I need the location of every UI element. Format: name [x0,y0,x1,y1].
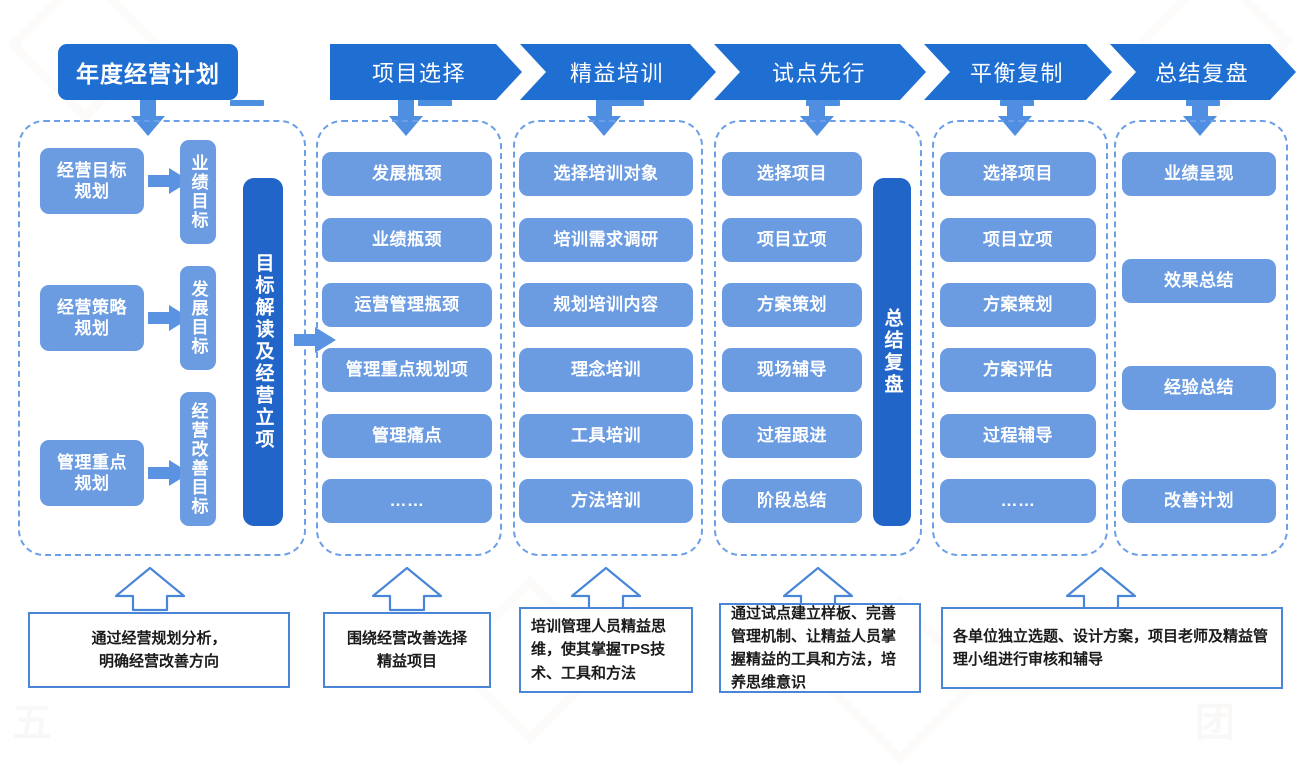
col1-to-col2-arrow [294,327,336,353]
col1-left-chip-2[interactable]: 经营策略规划 [40,285,144,351]
stage-tick-2 [418,100,452,106]
col4-item-4[interactable]: 现场辅导 [722,348,862,392]
caption-annual-plan: 通过经营规划分析，明确经营改善方向 [28,612,290,688]
stage-chevron-balanced-replication[interactable]: 平衡复制 [924,44,1112,100]
stage-chevron-summary-review[interactable]: 总结复盘 [1110,44,1296,100]
stage-label: 试点先行 [771,61,866,86]
caption-text: 通过经营规划分析，明确经营改善方向 [91,629,227,670]
col2-item-6[interactable]: …… [322,479,492,523]
col1-left-chip-3[interactable]: 管理重点规划 [40,440,144,506]
stage-tick-3 [610,100,644,106]
caption-up-arrow-2 [370,566,444,612]
col2-item-2[interactable]: 业绩瓶颈 [322,218,492,262]
stage-chevron-pilot-first[interactable]: 试点先行 [714,44,926,100]
stage-tick-1 [230,100,264,106]
caption-up-arrow-1 [113,566,187,612]
col3-item-4[interactable]: 理念培训 [519,348,693,392]
col6-item-1[interactable]: 业绩呈现 [1122,152,1276,196]
col3-item-3[interactable]: 规划培训内容 [519,283,693,327]
panel-pilot-first [714,120,922,556]
col3-item-5[interactable]: 工具培训 [519,414,693,458]
col5-item-2[interactable]: 项目立项 [940,218,1096,262]
caption-lean-training: 培训管理人员精益思维，使其掌握TPS技术、工具和方法 [519,607,693,693]
stage-chevron-project-selection[interactable]: 项目选择 [330,44,522,100]
caption-up-arrow-3 [569,566,643,612]
col3-item-1[interactable]: 选择培训对象 [519,152,693,196]
chip-label: 经营策略规划 [57,297,127,338]
col1-left-chip-1[interactable]: 经营目标规划 [40,148,144,214]
col5-item-4[interactable]: 方案评估 [940,348,1096,392]
col6-item-3[interactable]: 经验总结 [1122,366,1276,410]
col6-item-4[interactable]: 改善计划 [1122,479,1276,523]
col1-side-bar[interactable]: 目标解读及经营立项 [243,178,283,526]
col5-item-1[interactable]: 选择项目 [940,152,1096,196]
col1-right-chip-1[interactable]: 业绩目标 [180,140,216,244]
col2-item-3[interactable]: 运营管理瓶颈 [322,283,492,327]
caption-text: 各单位独立选题、设计方案，项目老师及精益管理小组进行审核和辅导 [953,627,1269,668]
col2-item-1[interactable]: 发展瓶颈 [322,152,492,196]
col4-item-5[interactable]: 过程跟进 [722,414,862,458]
watermark-text-1: 五 [12,701,52,745]
col5-item-3[interactable]: 方案策划 [940,283,1096,327]
stage-label: 精益培训 [569,61,664,86]
stage-chevron-lean-training[interactable]: 精益培训 [520,44,716,100]
col4-item-2[interactable]: 项目立项 [722,218,862,262]
chip-label: 经营目标规划 [57,160,127,201]
col3-item-6[interactable]: 方法培训 [519,479,693,523]
col2-item-5[interactable]: 管理痛点 [322,414,492,458]
col4-item-1[interactable]: 选择项目 [722,152,862,196]
col1-right-chip-2[interactable]: 发展目标 [180,266,216,370]
caption-text: 通过试点建立样板、完善管理机制、让精益人员掌握精益的工具和方法，培养思维意识 [731,604,897,692]
col4-item-6[interactable]: 阶段总结 [722,479,862,523]
panel-summary-review [1114,120,1288,556]
col3-item-2[interactable]: 培训需求调研 [519,218,693,262]
col1-right-chip-3[interactable]: 经营改善目标 [180,392,216,526]
caption-project-selection: 围绕经营改善选择精益项目 [323,612,491,688]
panel-lean-training [513,120,703,556]
chip-label: 管理重点规划 [57,452,127,493]
watermark-text-2: 团 [1195,701,1235,745]
caption-up-arrow-5 [1064,566,1138,612]
caption-text: 培训管理人员精益思维，使其掌握TPS技术、工具和方法 [531,618,667,682]
caption-pilot-first: 通过试点建立样板、完善管理机制、让精益人员掌握精益的工具和方法，培养思维意识 [719,603,921,693]
stage-label: 总结复盘 [1154,61,1249,86]
col2-item-4[interactable]: 管理重点规划项 [322,348,492,392]
panel-balanced-replication [932,120,1108,556]
col5-item-6[interactable]: …… [940,479,1096,523]
col5-item-5[interactable]: 过程辅导 [940,414,1096,458]
annual-plan-title: 年度经营计划 [58,44,238,100]
stage-label: 平衡复制 [969,61,1064,86]
col4-side-bar[interactable]: 总结复盘 [873,178,911,526]
caption-text: 围绕经营改善选择精益项目 [346,629,467,670]
stage-label: 项目选择 [371,61,466,86]
caption-replication-summary: 各单位独立选题、设计方案，项目老师及精益管理小组进行审核和辅导 [941,607,1283,689]
stage-header-row: 年度经营计划 项目选择 精益培训 试点先行 平衡复制 总结复盘 [0,44,1300,106]
col6-item-2[interactable]: 效果总结 [1122,259,1276,303]
col4-item-3[interactable]: 方案策划 [722,283,862,327]
